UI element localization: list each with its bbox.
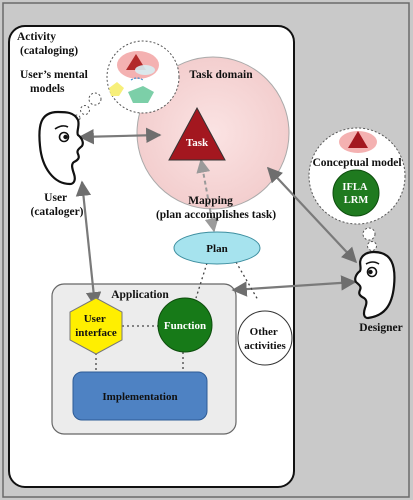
mental-models-label: User’s mental models: [20, 69, 91, 95]
arrow-user-interface: [75, 180, 102, 308]
implementation-label: Implementation: [102, 391, 177, 403]
task-label: Task: [186, 137, 209, 149]
user-interface-hexagon: [69, 297, 123, 355]
outer-frame: [2, 2, 410, 498]
task-domain-label: Task domain: [189, 69, 253, 81]
arrow-task-plan-mapping: [196, 158, 219, 233]
other-activities-label: Other activities: [244, 326, 286, 352]
plan-label: Plan: [206, 243, 227, 255]
link-plan-other: [235, 261, 259, 301]
conceptual-model-label: Conceptual model: [312, 157, 401, 169]
user-interface-label: User interface: [75, 313, 117, 339]
application-label: Application: [111, 289, 169, 301]
function-label: Function: [164, 320, 206, 332]
mapping-label: Mapping (plan accomplishes task): [156, 195, 276, 221]
designer-label: Designer: [359, 322, 402, 334]
arrow-user-task: [78, 127, 162, 145]
designer-head-icon: [354, 250, 396, 320]
function-circle: [157, 297, 213, 353]
ifla-lrm-circle: [332, 169, 380, 217]
activity-label: Activity (cataloging): [17, 31, 78, 57]
arrow-designer-application: [231, 275, 357, 297]
user-head-icon: [38, 110, 84, 186]
task-triangle: [168, 106, 226, 161]
link-plan-function: [195, 262, 208, 299]
arrow-taskdomain-designer: [266, 166, 358, 264]
mental-model-bubble: [73, 40, 180, 122]
plan-ellipse: [173, 231, 261, 265]
ifla-lrm-label: IFLA LRM: [342, 182, 369, 206]
other-activities-circle: [237, 310, 293, 366]
user-label: User (cataloger): [31, 192, 84, 218]
implementation-box: [72, 371, 208, 421]
